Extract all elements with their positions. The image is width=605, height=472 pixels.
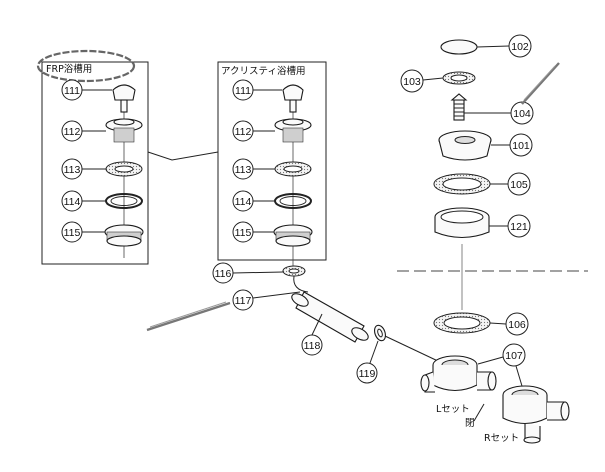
svg-text:113: 113: [235, 164, 252, 176]
callout-113-mid: 113: [232, 158, 275, 180]
svg-text:118: 118: [304, 340, 321, 352]
svg-text:105: 105: [510, 179, 528, 191]
part-115-nut: [273, 224, 313, 247]
svg-text:115: 115: [235, 227, 252, 239]
part-121-nut: [434, 207, 490, 239]
part-119-ring: [374, 324, 386, 342]
part-101-drain-body: [438, 130, 492, 161]
svg-text:115: 115: [64, 227, 81, 239]
part-112-flange: [105, 118, 143, 143]
svg-text:111: 111: [235, 85, 251, 97]
part-115-nut: [104, 224, 144, 247]
part-112-flange: [274, 118, 312, 143]
svg-text:113: 113: [64, 164, 81, 176]
panel-acrysty-title: アクリスティ浴槽用: [221, 65, 305, 77]
part-111-knob: [282, 84, 304, 113]
callout-115-left: 115: [61, 221, 105, 243]
tube-upper: [293, 275, 309, 293]
hei-label: 閉: [465, 418, 475, 429]
callout-106: 106: [489, 312, 529, 336]
part-104-spring: [450, 93, 468, 121]
callout-119: 119: [356, 340, 379, 384]
part-107-r-elbow: [502, 385, 570, 444]
svg-text:106: 106: [508, 319, 526, 331]
callout-101: 101: [491, 133, 533, 157]
panel-frp: FRP浴槽用 111: [36, 49, 149, 265]
svg-text:101: 101: [512, 140, 530, 152]
callout-112-left: 112: [61, 120, 106, 142]
svg-text:114: 114: [235, 196, 252, 208]
highlight-ellipse: [36, 49, 136, 83]
svg-text:107: 107: [505, 350, 523, 362]
svg-text:112: 112: [64, 126, 81, 138]
svg-text:112: 112: [235, 126, 252, 138]
panel-acrysty-frame: [217, 61, 327, 261]
svg-text:114: 114: [64, 196, 81, 208]
svg-text:121: 121: [510, 221, 528, 233]
tube-lower: [384, 335, 441, 363]
hei-leader: [473, 403, 485, 422]
callout-111-left: 111: [61, 79, 112, 101]
svg-text:104: 104: [513, 108, 531, 120]
callout-114-mid: 114: [232, 190, 275, 212]
callout-102: 102: [476, 34, 532, 58]
part-116-ring: [282, 265, 306, 277]
callout-103: 103: [400, 69, 444, 93]
callout-113-left: 113: [61, 158, 106, 180]
svg-text:102: 102: [511, 41, 529, 53]
callout-107: 107: [477, 343, 526, 387]
svg-text:103: 103: [403, 76, 421, 88]
part-113-gasket: [274, 161, 312, 177]
l-set-label: Lセット: [436, 404, 470, 415]
part-111-knob: [112, 84, 136, 113]
callout-116: 116: [212, 262, 284, 284]
svg-text:117: 117: [235, 295, 252, 307]
callout-112-mid: 112: [232, 120, 275, 142]
pointer-arrow-right-icon: [521, 62, 560, 105]
callout-117: 117: [232, 289, 301, 311]
svg-text:116: 116: [215, 268, 232, 280]
part-107-l-elbow: [420, 355, 497, 393]
svg-text:119: 119: [359, 368, 376, 380]
part-118-hose: [291, 291, 369, 343]
callout-104: 104: [464, 101, 534, 125]
part-105-gasket: [433, 173, 491, 195]
panel-acrysty: アクリスティ浴槽用 111 112: [217, 61, 327, 272]
part-102-cap: [440, 39, 478, 55]
panel-frp-frame: [41, 61, 149, 265]
r-set-label: Rセット: [484, 433, 519, 444]
part-113-gasket: [105, 161, 143, 177]
callout-114-left: 114: [61, 190, 106, 212]
callout-105: 105: [490, 172, 531, 196]
part-106-gasket: [433, 312, 491, 334]
callout-118: 118: [301, 313, 323, 356]
svg-text:111: 111: [64, 85, 80, 97]
callout-111-mid: 111: [232, 79, 282, 101]
panel-connector: [147, 151, 219, 161]
panel-frp-title: FRP浴槽用: [46, 63, 92, 75]
part-103-washer: [442, 71, 476, 85]
callout-121: 121: [489, 214, 531, 238]
pointer-arrow-left-icon: [146, 301, 231, 332]
callout-115-mid: 115: [232, 221, 274, 243]
